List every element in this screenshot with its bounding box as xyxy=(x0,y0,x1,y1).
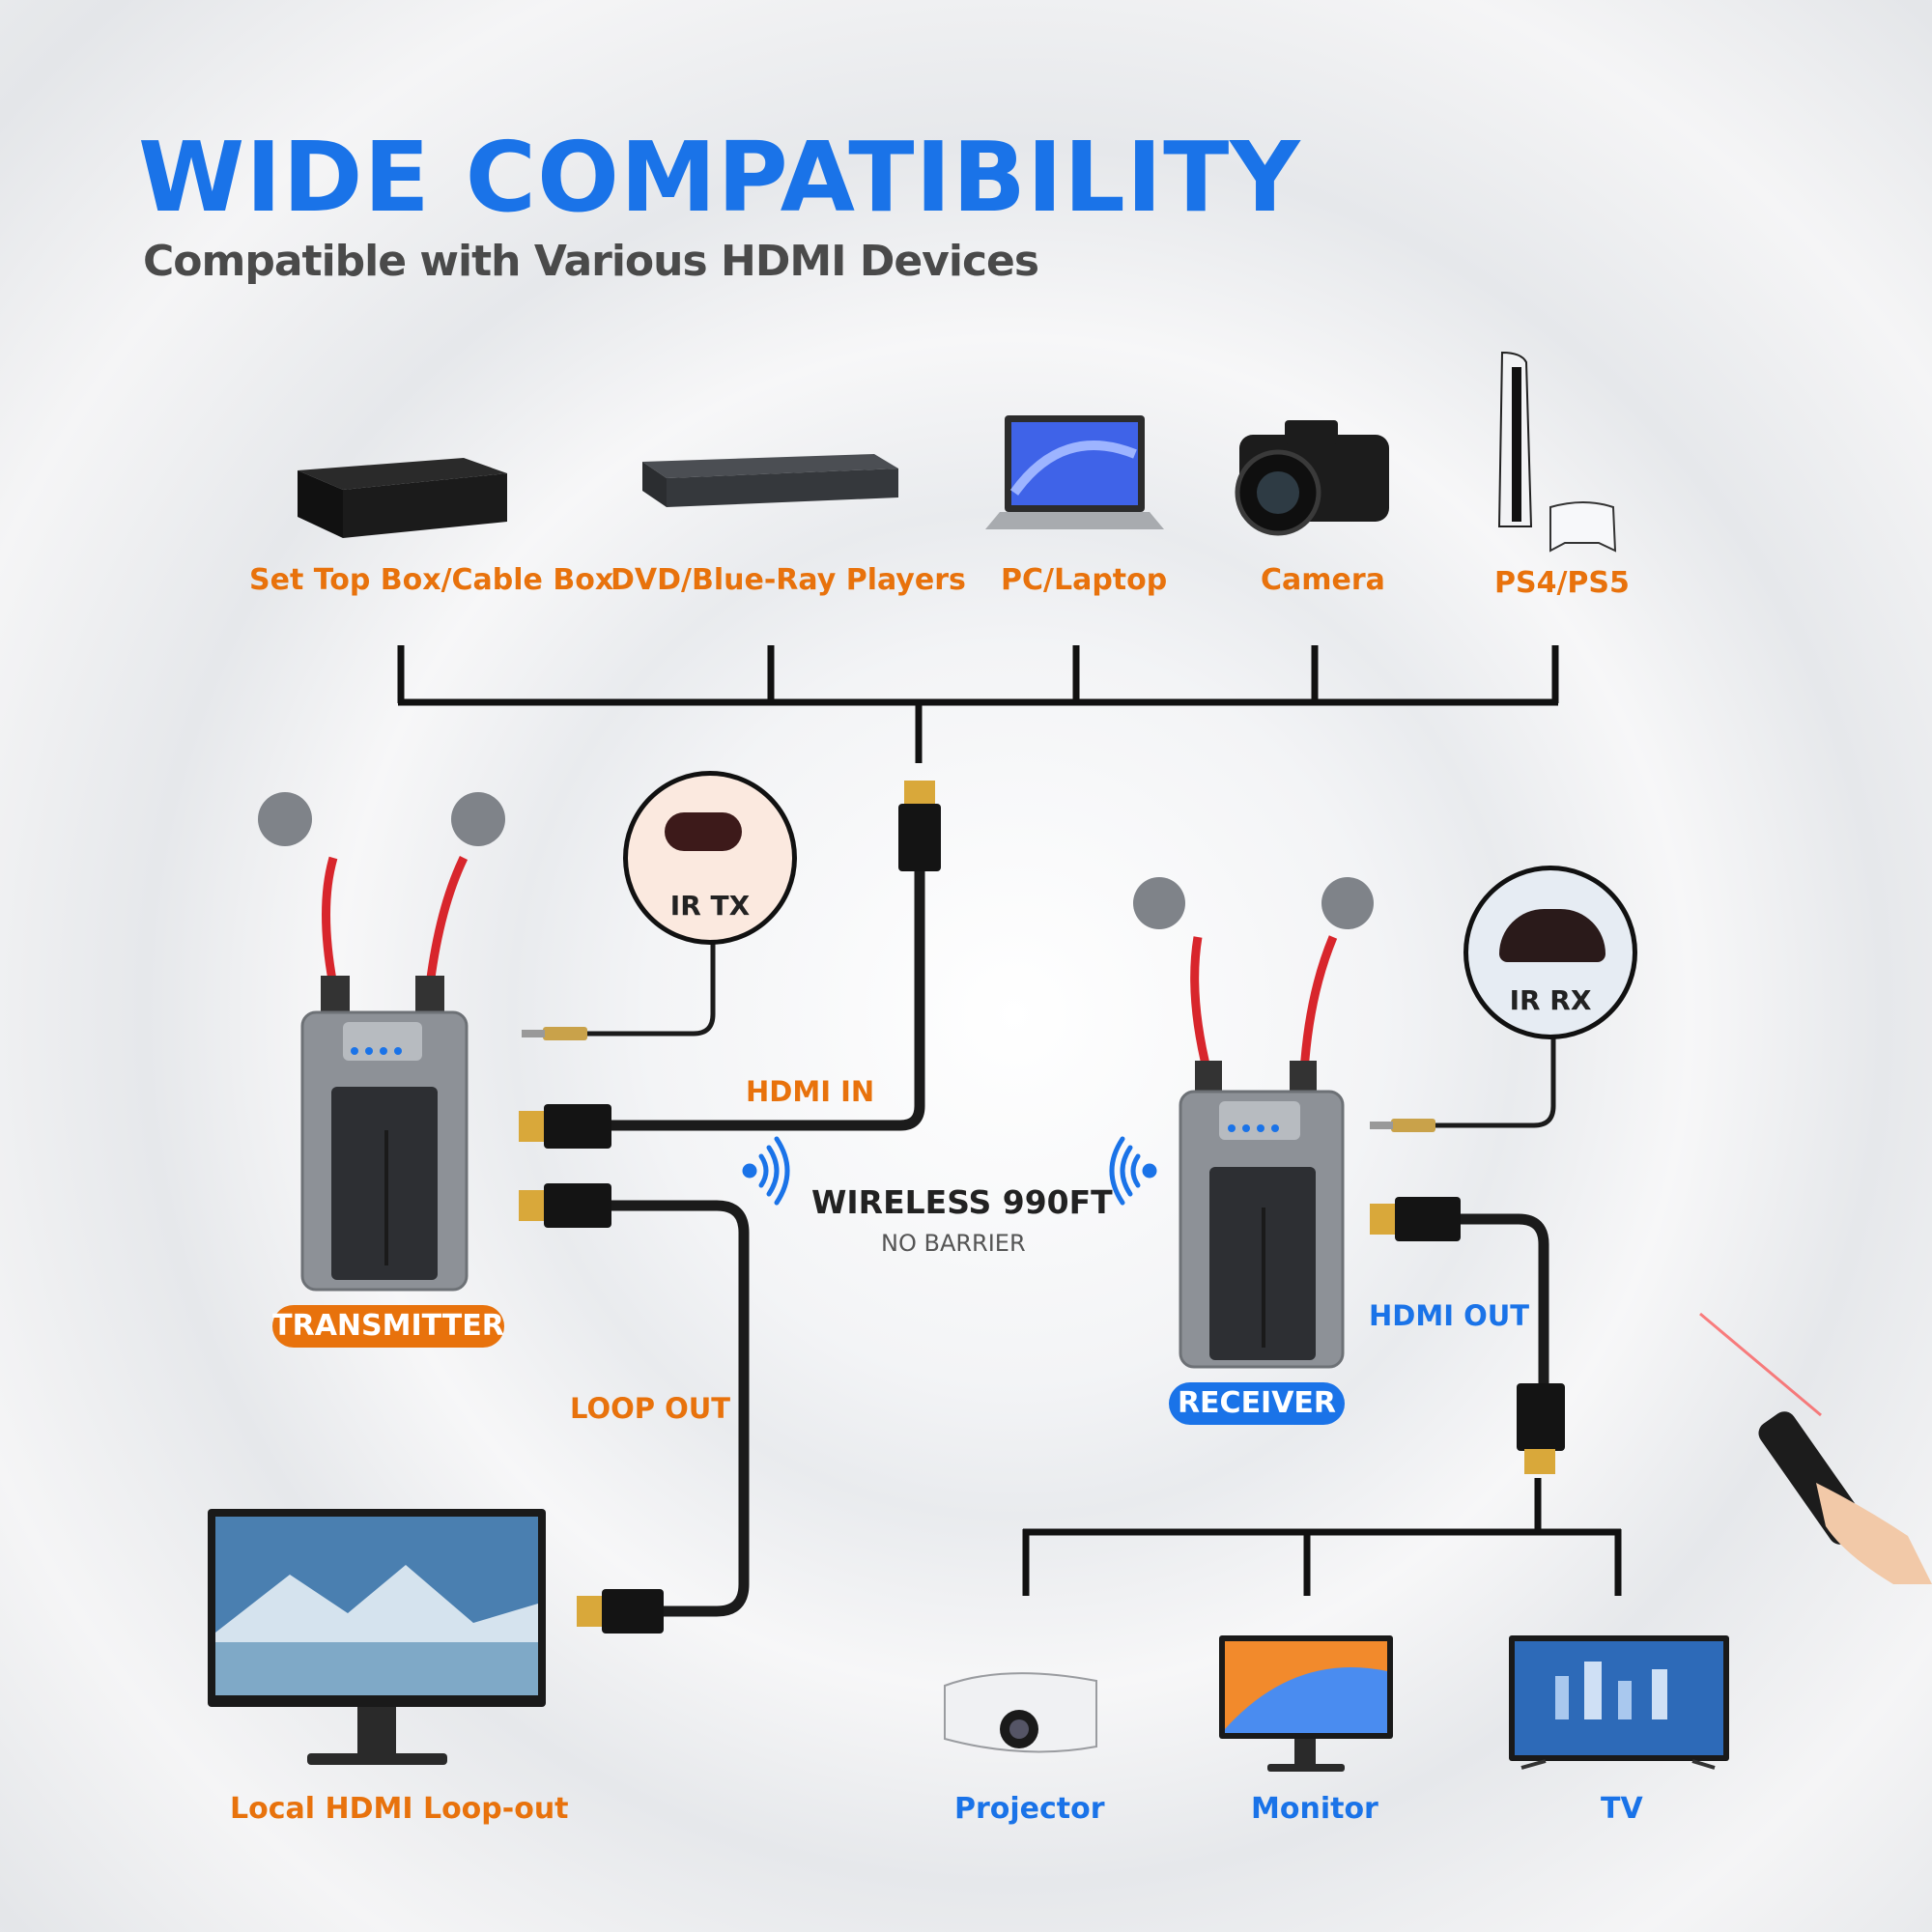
transmitter-device xyxy=(258,792,505,1292)
monitor-icon xyxy=(1219,1635,1393,1772)
hdmi-in-label: HDMI IN xyxy=(746,1075,875,1108)
source-label-set-top-box: Set Top Box/Cable Box xyxy=(249,563,614,597)
loop-out-cable xyxy=(609,1200,750,1617)
tv-icon xyxy=(1509,1635,1729,1770)
ir-tx-label: IR TX xyxy=(669,890,751,922)
source-bracket xyxy=(397,645,1559,763)
loop-out-label: LOOP OUT xyxy=(570,1392,731,1425)
ir-rx-sensor: IR RX xyxy=(1463,866,1637,1039)
signal-right-icon xyxy=(1109,1136,1157,1206)
local-monitor-icon xyxy=(208,1509,546,1765)
output-bracket xyxy=(1022,1478,1622,1596)
hdmi-out-label: HDMI OUT xyxy=(1369,1299,1530,1332)
source-label-bluray: DVD/Blue-Ray Players xyxy=(611,563,966,597)
remote-control-icon xyxy=(1699,1312,1932,1584)
page-subtitle: Compatible with Various HDMI Devices xyxy=(143,237,1039,286)
projector-icon xyxy=(944,1672,1097,1753)
source-label-laptop: PC/Laptop xyxy=(1001,563,1168,597)
game-console-icon xyxy=(1497,351,1617,553)
set-top-box-icon xyxy=(298,458,507,538)
local-display-label: Local HDMI Loop-out xyxy=(230,1792,569,1826)
output-label-projector: Projector xyxy=(954,1792,1105,1826)
page-title: WIDE COMPATIBILITY xyxy=(138,121,1301,234)
hdmi-out-cable xyxy=(1459,1213,1549,1391)
receiver-badge: RECEIVER xyxy=(1169,1382,1345,1425)
source-label-camera: Camera xyxy=(1261,563,1385,597)
source-label-console: PS4/PS5 xyxy=(1494,566,1630,600)
laptop-icon xyxy=(985,415,1164,529)
wireless-note: NO BARRIER xyxy=(881,1230,1026,1257)
signal-left-icon xyxy=(742,1136,790,1206)
wireless-range: WIRELESS 990FT xyxy=(811,1183,1113,1221)
ir-receiver-icon xyxy=(1499,909,1605,962)
output-label-monitor: Monitor xyxy=(1251,1792,1378,1826)
ir-tx-sensor: IR TX xyxy=(623,771,797,945)
ir-rx-label: IR RX xyxy=(1509,984,1592,1016)
bluray-player-icon xyxy=(642,454,898,507)
output-label-tv: TV xyxy=(1601,1792,1643,1826)
hdmi-plug-top xyxy=(898,781,941,871)
camera-icon xyxy=(1235,420,1389,536)
receiver-device xyxy=(1133,877,1374,1369)
hdmi-in-cable xyxy=(609,869,925,1131)
transmitter-badge: TRANSMITTER xyxy=(272,1305,504,1348)
ir-emitter-icon xyxy=(665,812,742,851)
